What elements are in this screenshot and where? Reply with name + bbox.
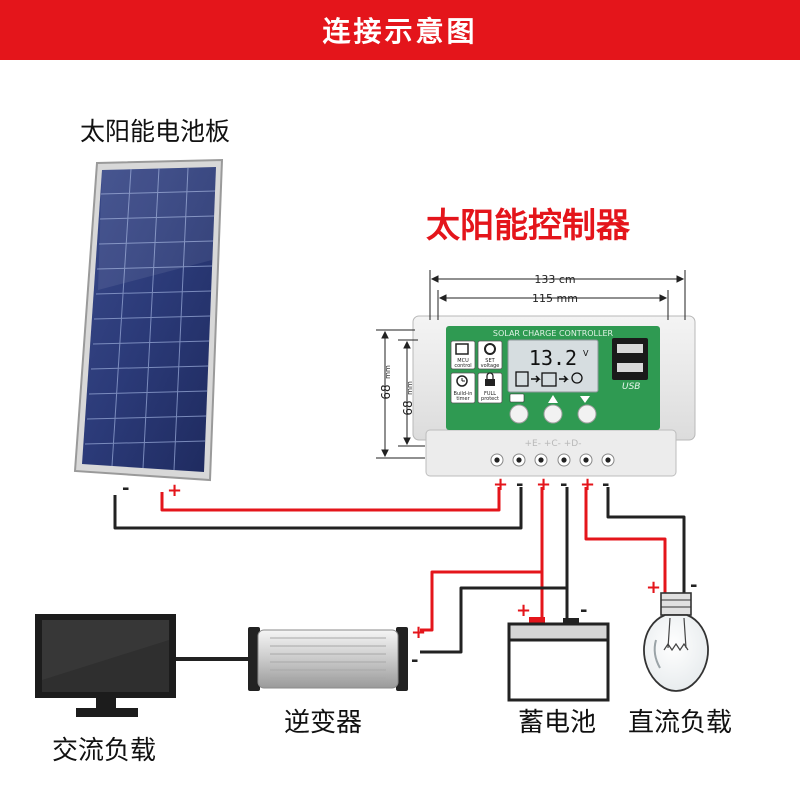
menu-button[interactable] xyxy=(509,404,529,424)
dimension-width-outer: 133 cm xyxy=(534,273,575,286)
battery xyxy=(507,617,610,702)
battery-label: 蓄电池 xyxy=(518,708,597,738)
lock-icon xyxy=(485,379,495,386)
feature-label: Build-in xyxy=(454,391,473,397)
feature-label: control xyxy=(454,363,471,369)
feature-label: voltage xyxy=(481,363,500,369)
arrow-icon xyxy=(531,375,541,383)
inverter xyxy=(248,627,408,691)
terminal-symbols: +E- +C- +D- xyxy=(525,439,582,449)
down-button[interactable] xyxy=(577,404,597,424)
panel-positive-wire xyxy=(160,487,501,512)
feature-label: timer xyxy=(456,396,470,402)
battery-positive-wire-inverter xyxy=(420,487,544,632)
panel-plus-sign: + xyxy=(167,480,182,501)
panel-minus-sign: - xyxy=(122,478,129,499)
dimension-unit-a: mm xyxy=(384,365,392,379)
panel-negative-wire xyxy=(113,487,523,530)
terminal-minus-sign: - xyxy=(560,474,567,495)
load-minus-sign: - xyxy=(690,575,697,596)
feature-label: MCU xyxy=(457,358,469,364)
battery-plus-sign: + xyxy=(516,600,531,621)
lcd-unit: V xyxy=(583,349,589,358)
inverter-label: 逆变器 xyxy=(284,708,363,738)
bulb-icon xyxy=(571,372,583,384)
usb-label: USB xyxy=(622,382,640,392)
feature-label: protect xyxy=(481,396,499,402)
terminal-minus-sign: - xyxy=(602,474,609,495)
load-positive-wire xyxy=(584,487,667,593)
feature-label: FULL xyxy=(484,391,496,397)
page-title: 连接示意图 xyxy=(322,15,478,48)
clock-icon xyxy=(456,375,468,387)
ac-load-label: 交流负载 xyxy=(52,736,157,766)
solar-panel-label: 太阳能电池板 xyxy=(80,117,231,146)
charge-controller: SOLAR CHARGE CONTROLLER MCU control SET … xyxy=(412,315,696,477)
gear-icon xyxy=(484,343,496,355)
light-bulb xyxy=(643,592,709,692)
solar-panel xyxy=(73,158,224,482)
dimension-height-b: 68 xyxy=(401,400,415,415)
load-plus-sign: + xyxy=(646,577,661,598)
panel-grid xyxy=(84,167,216,471)
wiring xyxy=(113,487,686,661)
controller-brand-text: SOLAR CHARGE CONTROLLER xyxy=(493,329,614,338)
terminal-plus-sign: + xyxy=(536,474,551,495)
dimension-unit-b: mm xyxy=(406,381,414,395)
monitor xyxy=(35,614,176,717)
dimension-lines xyxy=(376,270,686,459)
battery-icon xyxy=(541,372,557,387)
header-banner: 连接示意图 xyxy=(0,0,800,60)
dimension-width-inner: 115 mm xyxy=(532,292,578,305)
up-icon xyxy=(548,395,558,403)
lcd-display xyxy=(507,339,599,393)
feature-label: SET xyxy=(485,358,495,364)
arrow-icon xyxy=(559,375,569,383)
dimension-height-a: 68 xyxy=(379,384,393,399)
inverter-plus-sign: + xyxy=(411,622,426,643)
panel-icon xyxy=(515,371,529,387)
up-button[interactable] xyxy=(543,404,563,424)
down-icon xyxy=(580,396,590,403)
lcd-value: 13.2 xyxy=(529,346,577,370)
terminal-plus-sign: + xyxy=(580,474,595,495)
terminal-plus-sign: + xyxy=(493,474,508,495)
battery-minus-sign: - xyxy=(580,600,587,621)
terminal-minus-sign: - xyxy=(516,474,523,495)
controller-label: 太阳能控制器 xyxy=(426,206,630,246)
chip-icon xyxy=(455,343,469,355)
load-negative-wire xyxy=(606,487,686,593)
inverter-minus-sign: - xyxy=(411,650,418,671)
battery-negative-wire-inverter xyxy=(420,487,569,654)
dc-load-label: 直流负载 xyxy=(628,708,733,738)
